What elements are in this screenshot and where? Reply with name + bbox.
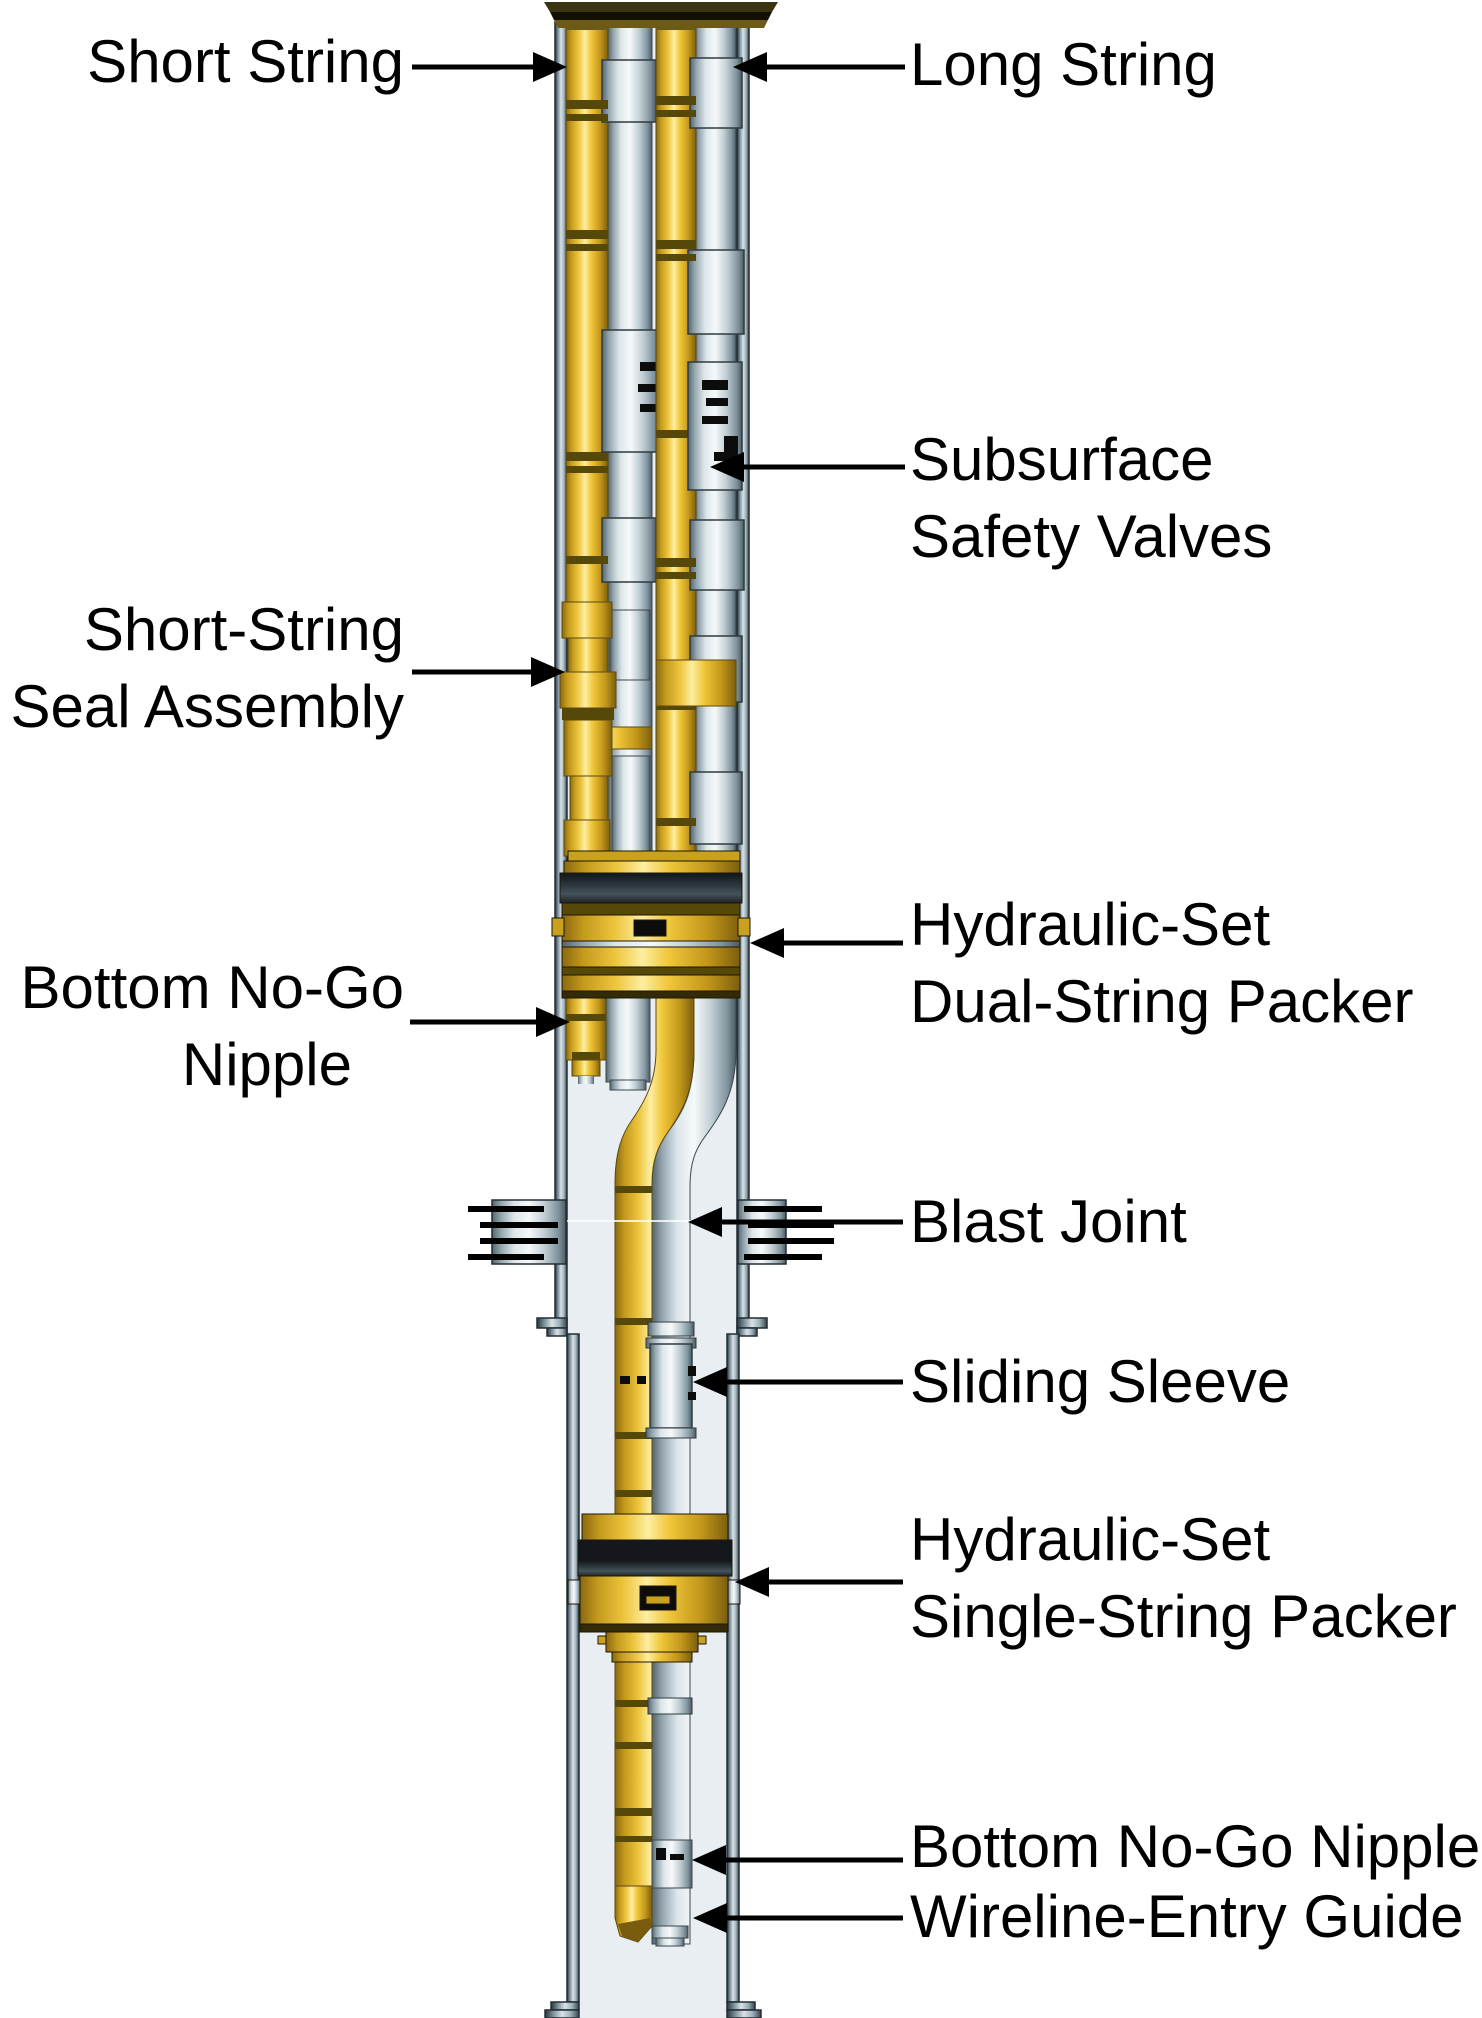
wireline-entry-guide-arrow [693,1903,903,1933]
label-line: Hydraulic-Set [910,891,1271,958]
label-hydraulic-set-single-string-packer: Hydraulic-Set Single-String Packer [910,1501,1457,1655]
label-line: Subsurface [910,426,1214,493]
short-string-seal-assembly [559,601,653,857]
label-line: Single-String Packer [910,1583,1457,1650]
label-short-string-seal-assembly: Short-String Seal Assembly [0,591,404,745]
label-bottom-no-go-nipple-lower: Bottom No-Go Nipple [910,1813,1481,1880]
label-line: Bottom No-Go [20,954,404,1021]
bottom-no-go-nipple-lower-arrow [692,1845,903,1875]
single-string-packer-arrow [735,1567,903,1597]
label-short-string: Short String [87,28,404,95]
production-tubing-lower [614,997,737,1945]
label-bottom-no-go-nipple-upper: Bottom No-Go Nipple [0,949,404,1103]
sliding-sleeve-arrow [693,1367,903,1397]
short-string-arrow [412,52,567,82]
short-string-safety-valve [601,329,661,453]
casing-wall [536,21,768,2018]
blast-joint-bands [615,1186,652,1842]
long-string-arrow [733,52,905,82]
wireline-entry-guide [614,1885,689,1947]
seal-assembly-arrow [412,657,565,687]
callout-arrows [410,52,905,1933]
blast-joint-arrow [688,1207,903,1237]
short-string-bottom-no-go-nipple [565,997,651,1091]
short-string [559,23,661,859]
single-string-packer [567,1513,741,1663]
label-long-string: Long String [910,31,1217,98]
label-hydraulic-set-dual-string-packer: Hydraulic-Set Dual-String Packer [910,886,1414,1040]
bottom-no-go-nipple-lower [651,1839,693,1889]
subsurface-safety-valves-arrow [710,452,905,482]
label-line: Seal Assembly [10,673,404,740]
label-blast-joint: Blast Joint [910,1188,1187,1255]
dual-string-packer-arrow [750,928,903,958]
bottom-no-go-nipple-upper-arrow [410,1007,570,1037]
casing-perforations [468,1199,834,1265]
label-line: Nipple [181,1031,352,1098]
label-line: Dual-String Packer [910,968,1414,1035]
label-sliding-sleeve: Sliding Sleeve [910,1348,1291,1415]
label-line: Short-String [83,596,404,663]
label-wireline-entry-guide: Wireline-Entry Guide [910,1883,1464,1950]
label-subsurface-safety-valves: Subsurface Safety Valves [910,421,1272,575]
label-line: Safety Valves [910,503,1273,570]
label-line: Hydraulic-Set [910,1506,1271,1573]
dual-string-packer [551,850,751,999]
long-string [655,23,745,857]
sliding-sleeve [620,1337,697,1439]
wellhead [544,2,778,28]
